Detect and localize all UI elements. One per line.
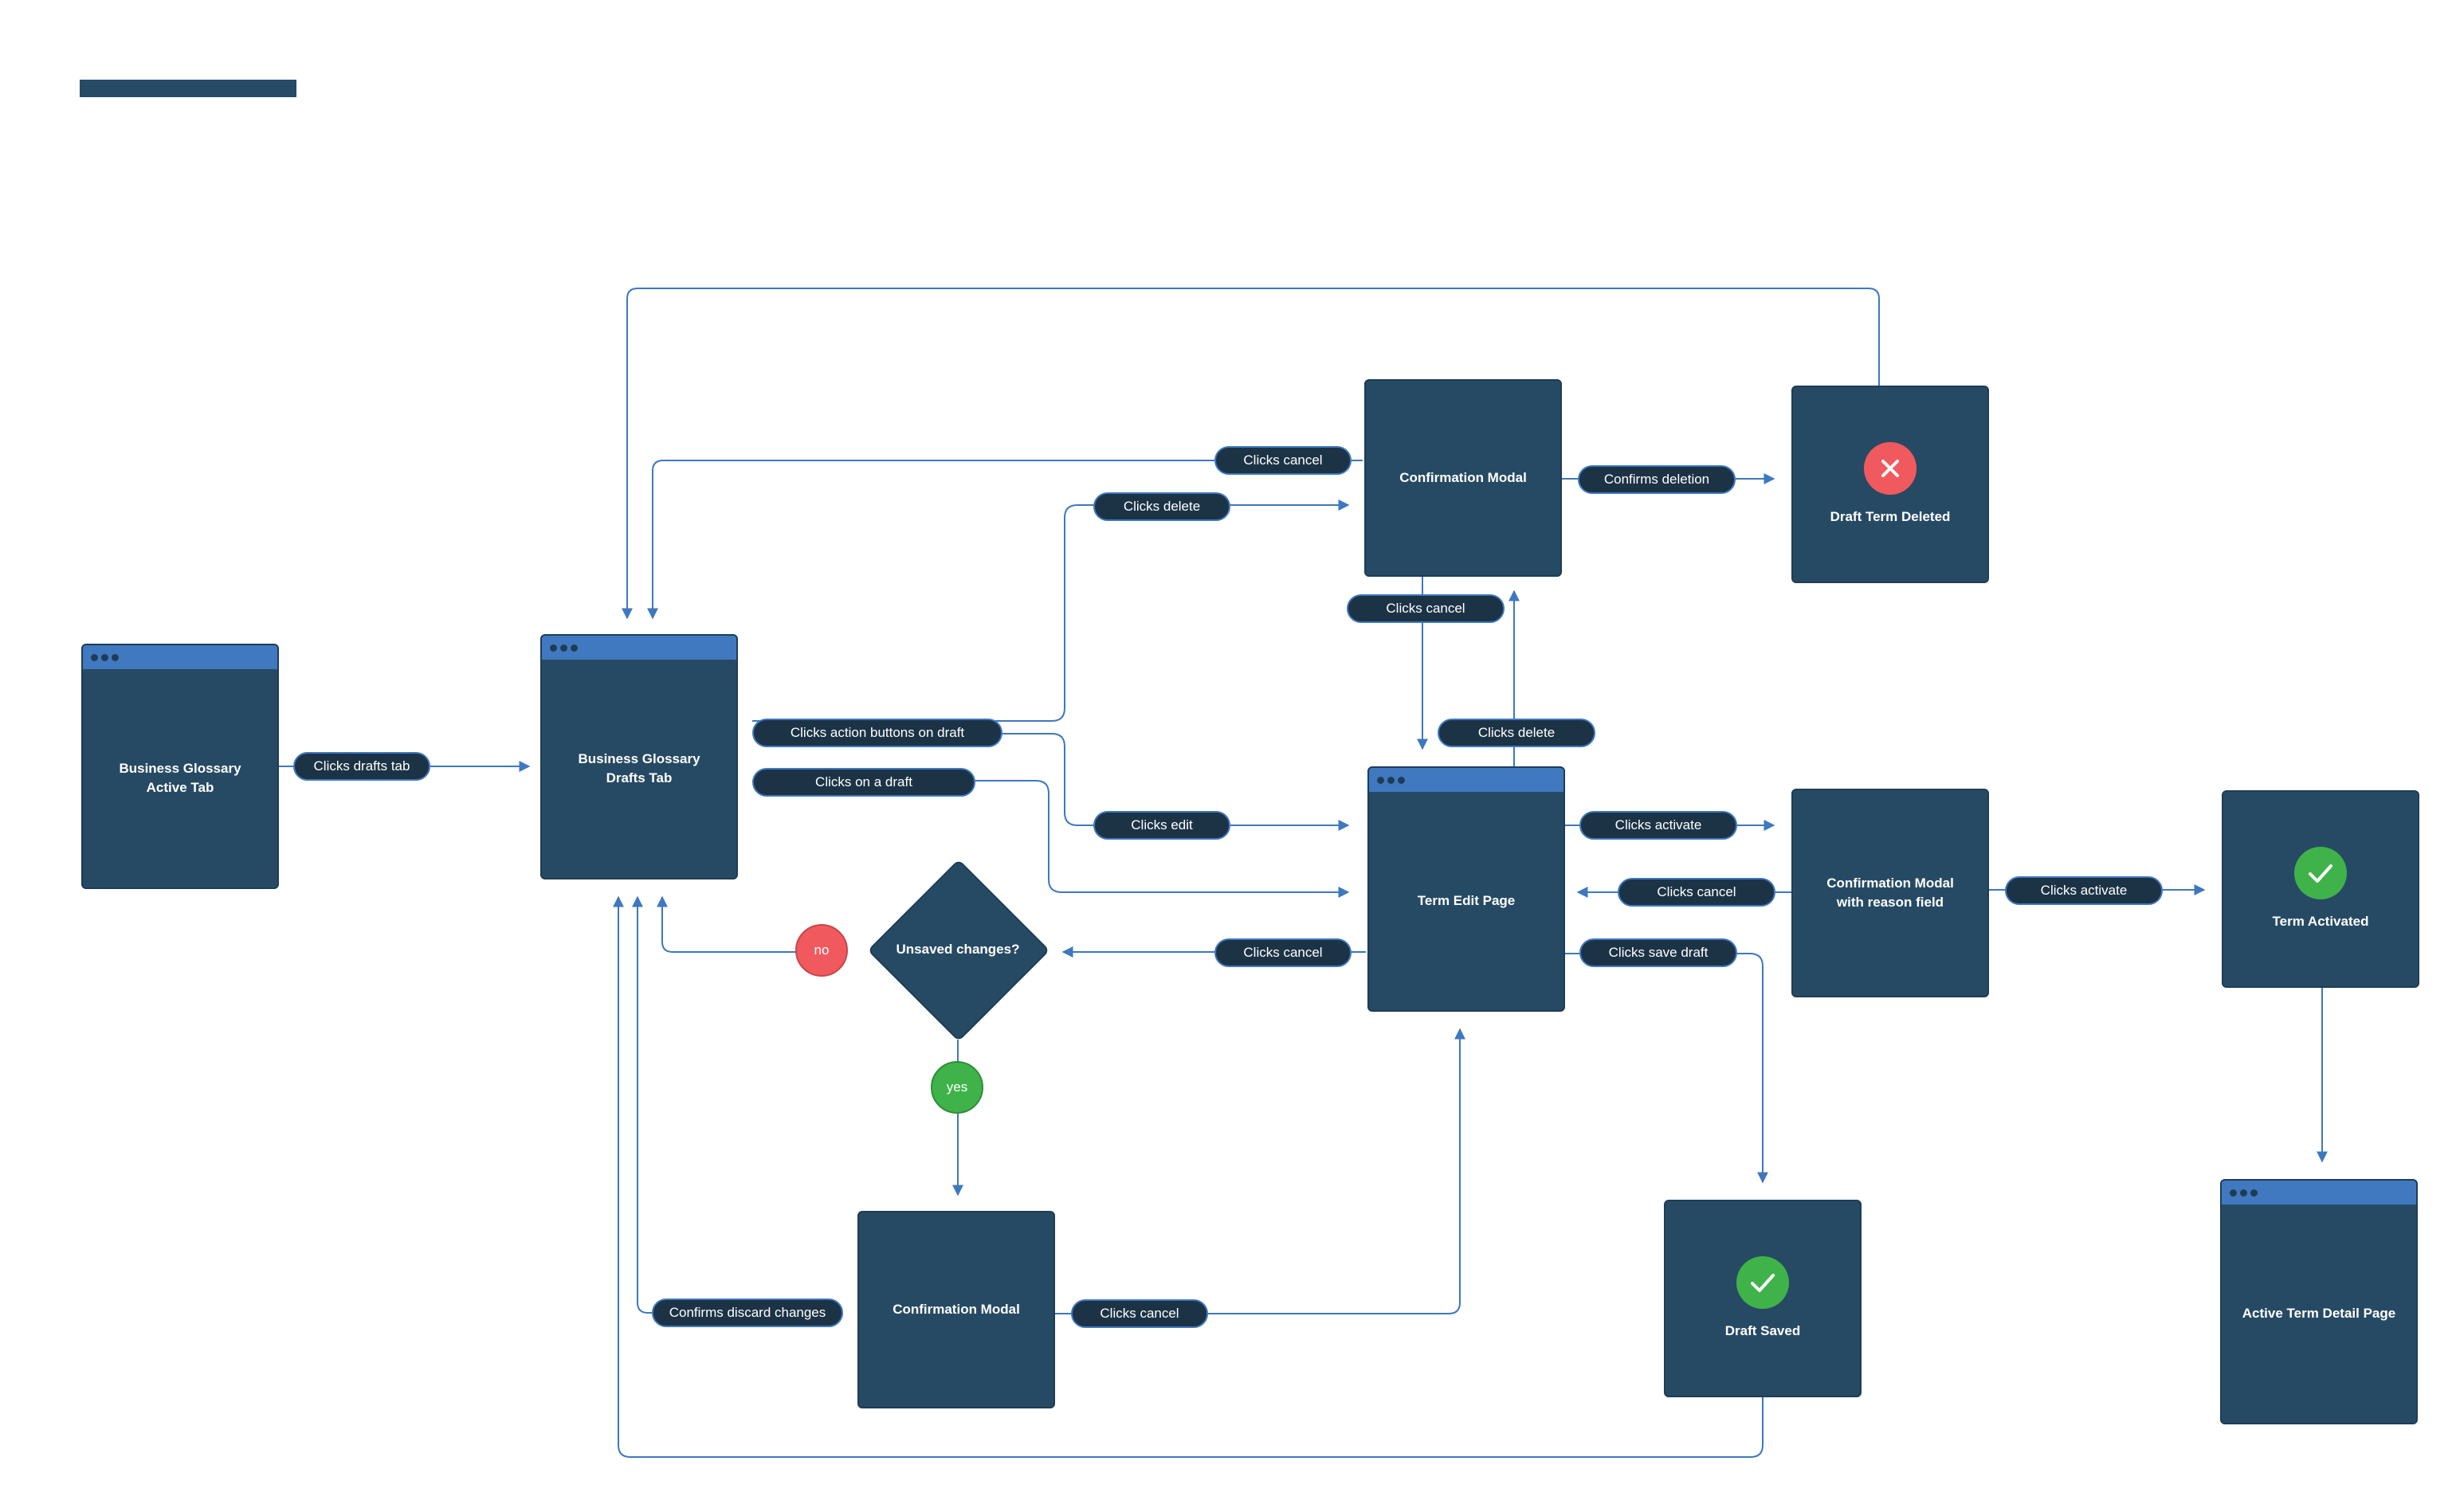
- edge-label-clicks-cancel-mid: Clicks cancel: [1347, 594, 1505, 623]
- edge-label-clicks-on-a-draft: Clicks on a draft: [752, 768, 975, 797]
- node-label: Confirmation Modal: [893, 1302, 1020, 1317]
- node-label: Confirmation Modal: [1399, 470, 1527, 485]
- edge-label-clicks-activate-2: Clicks activate: [2005, 876, 2163, 905]
- edge-label-clicks-delete-left: Clicks delete: [1093, 492, 1230, 521]
- edge-label-clicks-save-draft: Clicks save draft: [1579, 938, 1737, 967]
- edge-label-clicks-cancel-reason: Clicks cancel: [1618, 878, 1775, 907]
- edge-no-to-drafts: [657, 895, 797, 953]
- window-header: [2222, 1181, 2416, 1205]
- node-label: Active Term Detail Page: [2242, 1306, 2396, 1321]
- node-confirmation-modal-top: Confirmation Modal: [1364, 379, 1562, 577]
- edge-modal-cancel-to-drafts: [647, 460, 1363, 620]
- node-draft-term-deleted: Draft Term Deleted: [1791, 386, 1989, 583]
- window-dots-icon: [550, 644, 578, 652]
- node-business-glossary-drafts-tab: Business Glossary Drafts Tab: [540, 634, 738, 879]
- edge-label-clicks-edit: Clicks edit: [1093, 811, 1230, 840]
- check-icon: [2294, 847, 2347, 899]
- node-draft-saved: Draft Saved: [1664, 1200, 1862, 1397]
- edge-label-confirms-discard: Confirms discard changes: [652, 1299, 843, 1327]
- edge-label-clicks-activate-1: Clicks activate: [1579, 811, 1737, 840]
- edge-label-confirms-deletion: Confirms deletion: [1578, 465, 1736, 494]
- edge-label-clicks-cancel-edit: Clicks cancel: [1214, 938, 1352, 967]
- edge-edit-save-draft: [1565, 953, 1768, 1184]
- edge-discard-to-drafts: [632, 895, 652, 1314]
- edge-drafts-to-delete: [752, 499, 1350, 722]
- edge-draft-to-edit: [752, 780, 1350, 898]
- edge-label-clicks-drafts-tab: Clicks drafts tab: [293, 752, 430, 781]
- window-dots-icon: [2230, 1189, 2258, 1197]
- node-label: Term Edit Page: [1417, 893, 1516, 908]
- window-header: [542, 636, 736, 660]
- node-term-edit-page: Term Edit Page: [1367, 766, 1565, 1012]
- node-label: Draft Term Deleted: [1830, 509, 1951, 524]
- node-confirmation-modal-bottom: Confirmation Modal: [857, 1211, 1055, 1408]
- node-label: Draft Saved: [1724, 1323, 1801, 1338]
- check-icon: [1736, 1256, 1789, 1309]
- window-header: [1369, 768, 1563, 792]
- node-business-glossary-active-tab: Business Glossary Active Tab: [81, 644, 279, 889]
- x-icon: [1864, 442, 1917, 495]
- node-label: Term Activated: [2272, 914, 2369, 929]
- window-dots-icon: [1377, 777, 1405, 784]
- window-dots-icon: [91, 654, 119, 661]
- node-term-activated: Term Activated: [2222, 790, 2419, 988]
- window-header: [83, 645, 277, 669]
- edge-label-clicks-delete-mid: Clicks delete: [1438, 719, 1595, 747]
- decision-yes-badge: yes: [931, 1061, 983, 1114]
- edge-label-clicks-cancel-top: Clicks cancel: [1214, 446, 1352, 475]
- edge-modal-cancel-to-edit-bottom: [1053, 1028, 1465, 1314]
- decision-label: Unsaved changes?: [896, 942, 1020, 957]
- edge-label-clicks-action-buttons: Clicks action buttons on draft: [752, 719, 1002, 747]
- node-confirmation-modal-reason: Confirmation Modal with reason field: [1791, 789, 1989, 997]
- node-label: Confirmation Modal with reason field: [1826, 875, 1954, 910]
- edge-saved-to-drafts: [613, 895, 1764, 1458]
- edge-deleted-to-drafts: [622, 288, 1880, 620]
- node-label: Business Glossary Drafts Tab: [578, 751, 700, 785]
- decision-no-badge: no: [795, 924, 848, 977]
- node-active-term-detail-page: Active Term Detail Page: [2220, 1179, 2418, 1424]
- edge-action-to-edit: [996, 733, 1350, 831]
- title-placeholder-bar: [80, 80, 296, 97]
- edge-label-clicks-cancel-bottom: Clicks cancel: [1071, 1299, 1208, 1328]
- node-label: Business Glossary Active Tab: [119, 761, 241, 795]
